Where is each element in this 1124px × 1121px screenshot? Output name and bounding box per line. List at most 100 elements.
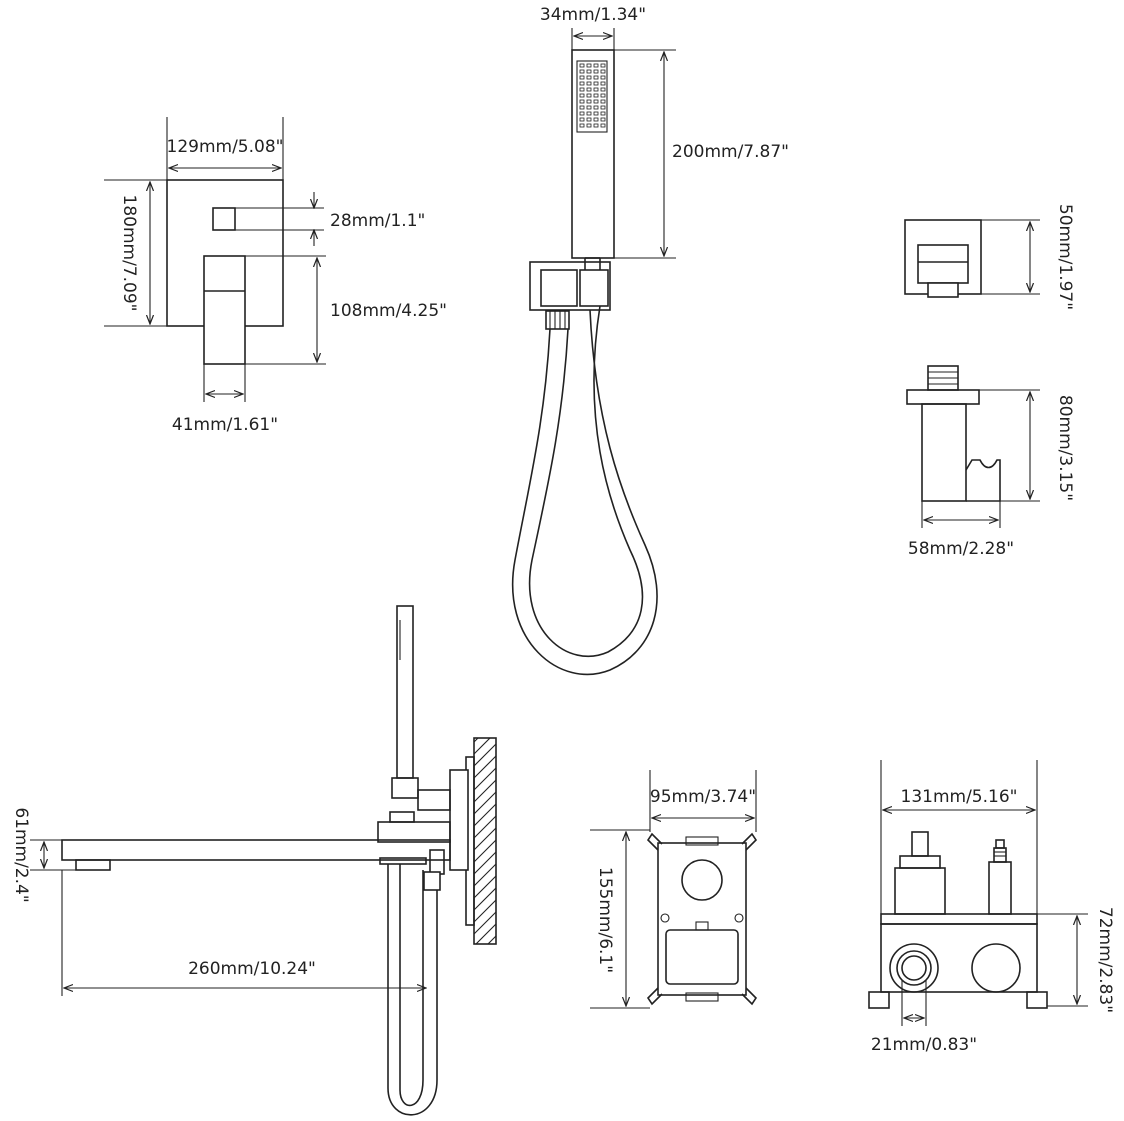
valve-port-left [889,943,939,993]
nozzle [579,75,585,80]
nozzle [593,81,599,86]
nozzle [600,105,606,110]
nozzle [600,63,606,68]
nozzle [593,99,599,104]
side-view: 61mm/2.4" 260mm/10.24" [11,605,497,1116]
hatch-line [474,887,496,911]
side-handshower [396,605,414,779]
wall-section [473,737,497,945]
nozzle [600,111,606,116]
hose-nut [545,310,570,330]
hatch-line [474,779,496,803]
nozzle [600,87,606,92]
nozzle [579,117,585,122]
hatch-line [487,935,496,944]
box-height-label: 155mm/6.1" [595,867,615,973]
nozzle [600,75,606,80]
nozzle [579,99,585,104]
hatch-line [474,911,496,935]
valve-port-right [971,943,1021,993]
hatch-line [474,815,496,839]
hatch-line [474,972,496,994]
hatch-line [474,803,496,827]
nozzle [579,87,585,92]
mixer-panel-view: 129mm/5.08" 180mm/7.09" 28mm/1.1" 108mm/… [104,117,447,435]
valve-height-label: 72mm/2.83" [1095,907,1115,1013]
nozzle [579,63,585,68]
nozzle [593,75,599,80]
valve-body-view: 131mm/5.16" 72mm/2.83" 21mm/0.83" [868,760,1115,1055]
knob-label: 28mm/1.1" [330,211,425,231]
nozzle [579,69,585,74]
nozzle [593,123,599,128]
spout [61,839,451,861]
holder-clip [965,459,1001,502]
port-diameter-label: 21mm/0.83" [871,1035,977,1055]
nozzle [600,93,606,98]
nozzle [586,111,592,116]
nozzle [586,99,592,104]
panel-height-label: 180mm/7.09" [119,195,139,312]
nozzle [586,63,592,68]
hatch-line [474,875,496,899]
hatch-line [474,791,496,815]
nozzle [593,117,599,122]
nozzle [579,81,585,86]
diverter-knob [212,207,236,231]
holder-width-label: 58mm/2.28" [908,539,1014,559]
lever-width-label: 41mm/1.61" [172,415,278,435]
holder-base [906,389,980,405]
hatch-line [474,899,496,923]
nozzle [593,87,599,92]
nozzle [593,105,599,110]
hatch-line [474,827,496,851]
hatch-line [474,948,496,970]
holder-height-label: 80mm/3.15" [1055,395,1075,501]
handshower-width-label: 34mm/1.34" [540,5,646,25]
handshower-length-label: 200mm/7.87" [672,142,789,162]
box-body [657,842,747,996]
spray-nozzles [579,63,606,128]
lever-handle [203,255,246,365]
hatch-line [474,839,496,863]
hatch-line [474,851,496,875]
nozzle [586,75,592,80]
hatch-line [474,863,496,887]
side-hose [399,864,424,1107]
holder-view: 80mm/3.15" 58mm/2.28" [906,365,1075,559]
nozzle [586,87,592,92]
bracket [529,261,611,311]
rough-in-box-view: 95mm/3.74" 155mm/6.1" [590,770,758,1009]
hatch-line [474,743,496,767]
nozzle [586,69,592,74]
box-width-label: 95mm/3.74" [650,787,756,807]
nozzle [579,105,585,110]
spray-face [576,60,608,133]
holder-body [921,403,967,502]
hand-shower-view: 34mm/1.34" 200mm/7.87" [511,5,789,676]
cartridge [894,867,946,915]
nozzle [593,93,599,98]
nozzle [586,105,592,110]
wall-hatch [474,738,496,994]
hose [511,309,658,676]
hatch-line [474,738,491,755]
diverter-stem [988,861,1012,915]
box-cartridge-seat [665,929,739,985]
valve-housing [880,923,1038,993]
nozzle [593,111,599,116]
nozzle [600,99,606,104]
aerator [75,859,111,871]
nozzle [600,81,606,86]
elbow-height-label: 50mm/1.97" [1055,204,1075,310]
box-port-top [681,859,723,901]
nozzle [579,93,585,98]
nozzle [600,69,606,74]
hatch-line [475,923,496,944]
hatch-line [474,960,496,982]
nozzle [586,117,592,122]
spout-length-label: 260mm/10.24" [188,959,316,979]
nozzle [593,69,599,74]
